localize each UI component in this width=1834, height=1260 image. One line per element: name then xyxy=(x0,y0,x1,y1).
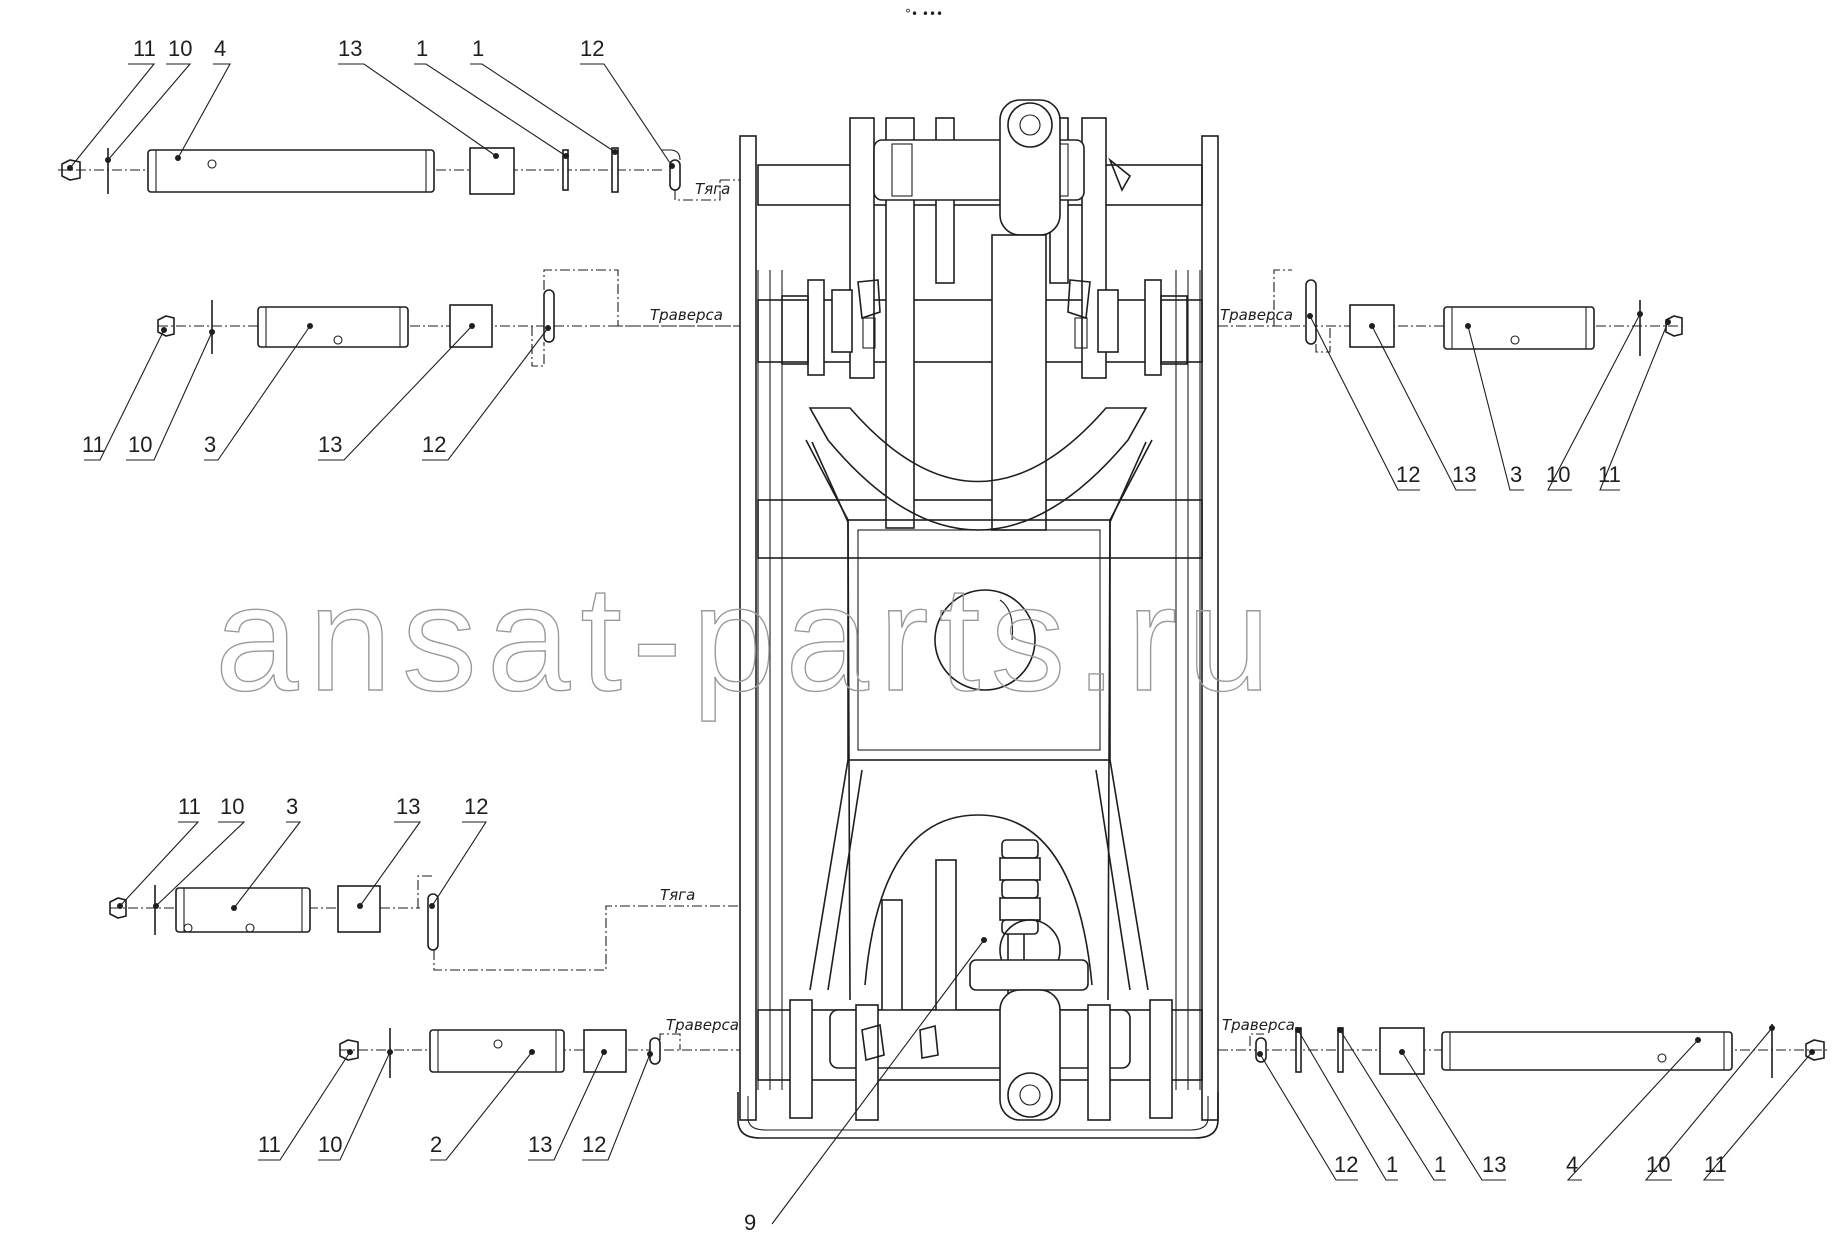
callout-13: 13 xyxy=(528,1132,552,1157)
traversa-label-bottom-left: Траверса xyxy=(666,1016,739,1034)
callout-11: 11 xyxy=(178,794,201,819)
tyaga-label-lower: Тяга xyxy=(660,886,695,904)
callout-12: 12 xyxy=(464,794,488,819)
callout-12: 12 xyxy=(1334,1152,1358,1177)
callout-13: 13 xyxy=(1452,462,1476,487)
callout-10: 10 xyxy=(318,1132,342,1157)
callouts-bottom-right: 12 1 1 13 4 10 11 xyxy=(1257,1025,1815,1181)
callout-10: 10 xyxy=(128,432,152,457)
callout-3: 3 xyxy=(286,794,298,819)
callout-13: 13 xyxy=(318,432,342,457)
callout-12: 12 xyxy=(1396,462,1420,487)
callout-1: 1 xyxy=(1386,1152,1398,1177)
callout-10: 10 xyxy=(1546,462,1570,487)
callout-10: 10 xyxy=(168,36,192,61)
pin-group-upper-right: Траверса xyxy=(1218,269,1683,356)
callout-10: 10 xyxy=(1646,1152,1670,1177)
callout-3: 3 xyxy=(204,432,216,457)
callout-12: 12 xyxy=(582,1132,606,1157)
callout-13: 13 xyxy=(338,36,362,61)
central-frame xyxy=(737,99,1219,1139)
callout-11: 11 xyxy=(82,432,105,457)
pin-group-lower-left: Тяга xyxy=(109,875,740,971)
callout-11: 11 xyxy=(133,36,156,61)
pin-group-bottom-right: Траверса xyxy=(1218,1016,1828,1078)
callout-3: 3 xyxy=(1510,462,1522,487)
callout-1: 1 xyxy=(472,36,484,61)
traversa-label-right: Траверса xyxy=(1220,306,1293,324)
traversa-label-bottom-right: Траверса xyxy=(1222,1016,1295,1034)
pin-group-bottom-left: Траверса xyxy=(339,1016,740,1078)
pin-group-top-left: Тяга xyxy=(58,147,740,201)
callout-11: 11 xyxy=(1704,1152,1727,1177)
callout-2: 2 xyxy=(430,1132,442,1157)
callout-11: 11 xyxy=(258,1132,281,1157)
callouts-upper-left: 11 10 3 13 12 xyxy=(82,323,551,461)
callouts-bottom-left: 11 10 2 13 12 xyxy=(258,1049,653,1161)
callout-12: 12 xyxy=(422,432,446,457)
traversa-label-left: Траверса xyxy=(650,306,723,324)
callout-13: 13 xyxy=(396,794,420,819)
callout-1: 1 xyxy=(1434,1152,1446,1177)
callout-center: 9 xyxy=(744,937,987,1235)
callout-4: 4 xyxy=(1566,1152,1578,1177)
callout-10: 10 xyxy=(220,794,244,819)
callout-4: 4 xyxy=(214,36,226,61)
header-mark: °• ••• xyxy=(905,7,943,21)
callout-11: 11 xyxy=(1598,462,1621,487)
tyaga-label: Тяга xyxy=(695,180,730,198)
callouts-upper-right: 12 13 3 10 11 xyxy=(1307,311,1671,491)
callouts-lower-left: 11 10 3 13 12 xyxy=(117,794,488,911)
callout-1: 1 xyxy=(416,36,428,61)
watermark: ansat-parts.ru xyxy=(215,554,1280,722)
callout-9: 9 xyxy=(744,1210,756,1235)
callouts-top-left: 11 10 4 13 1 1 12 xyxy=(67,36,675,171)
callout-12: 12 xyxy=(580,36,604,61)
pin-group-upper-left: Траверса xyxy=(157,269,740,367)
callout-13: 13 xyxy=(1482,1152,1506,1177)
